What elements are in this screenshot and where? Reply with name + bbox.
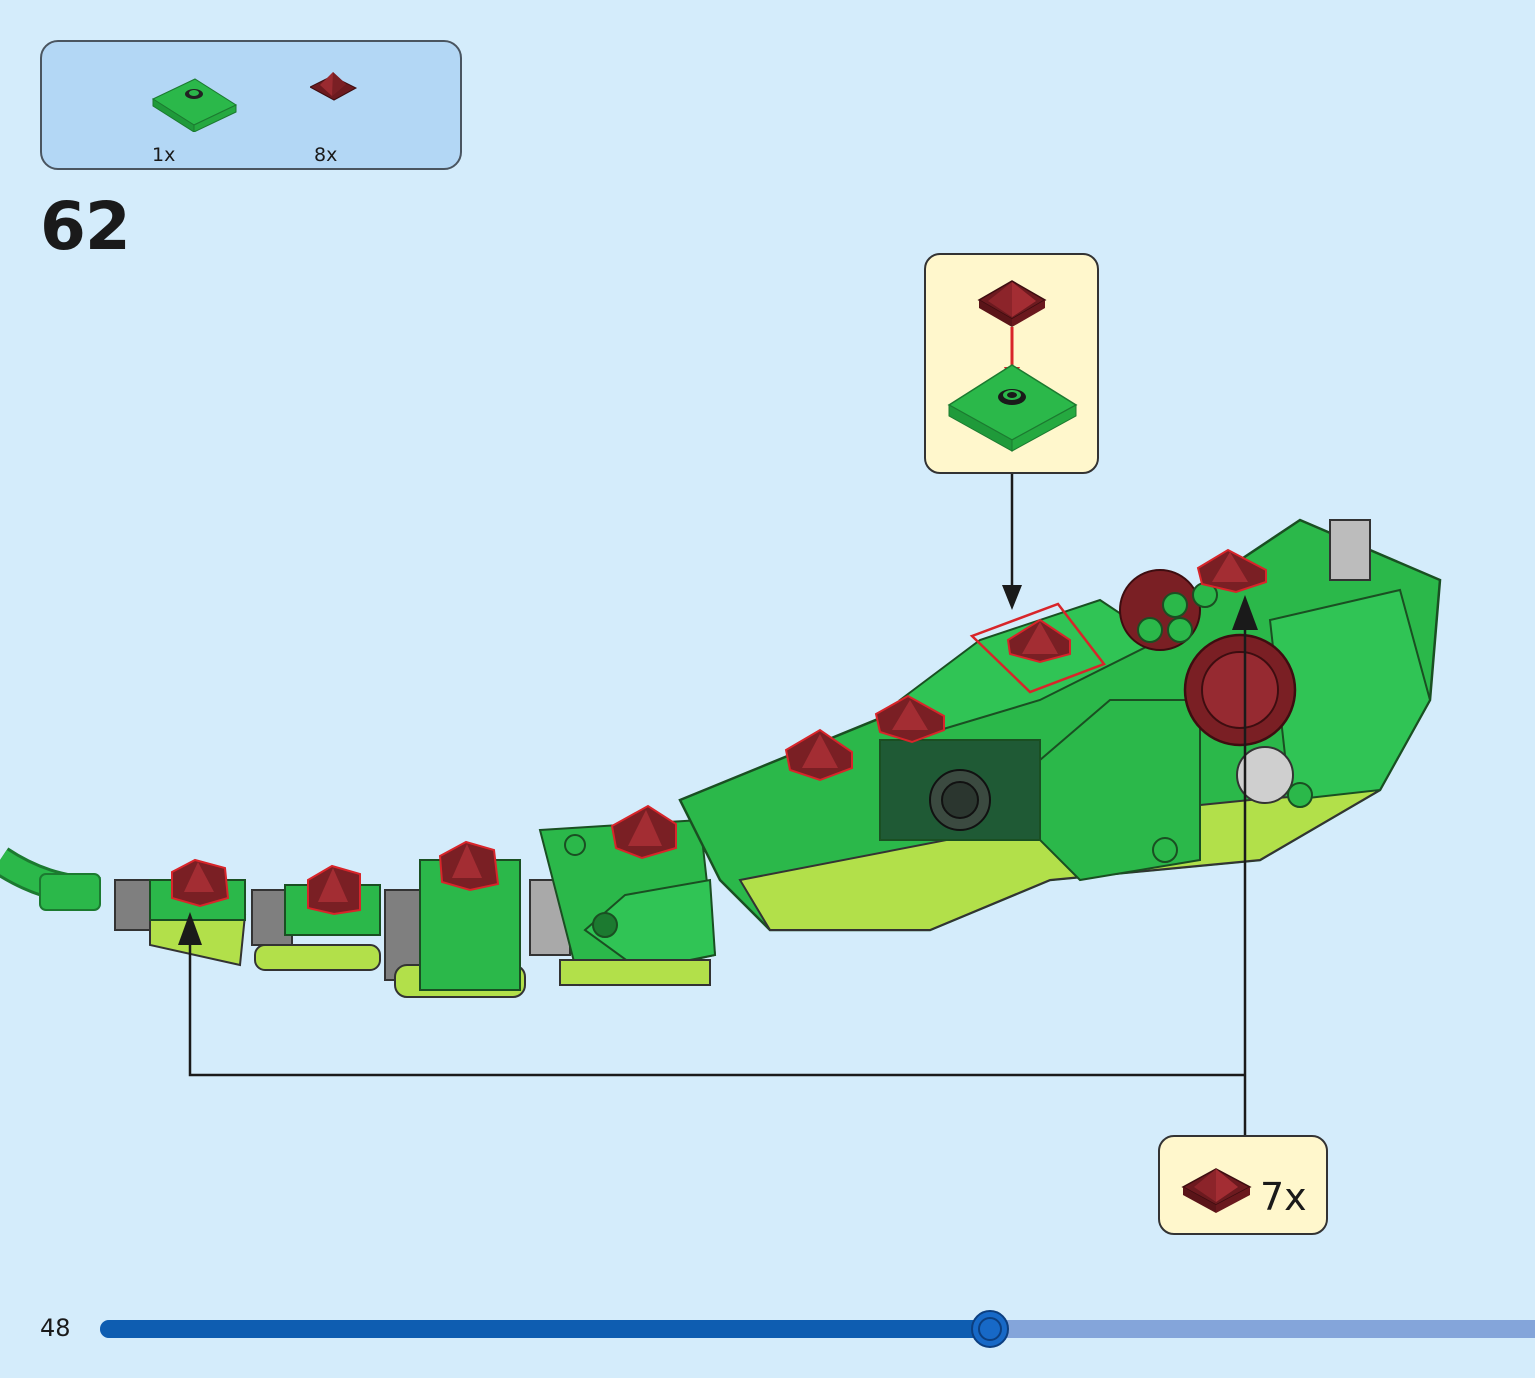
progress-bar [100, 1310, 1535, 1348]
green-plate-with-stud-icon [947, 364, 1078, 452]
parts-list-item-slope: 8x [310, 62, 420, 166]
dark-red-slope-tile-icon [1181, 1168, 1252, 1213]
dark-red-slope-tile-icon [977, 280, 1047, 327]
body-segment [529, 818, 717, 987]
callout-qty: 7x [1260, 1175, 1307, 1219]
arrow-down-icon [1002, 585, 1022, 610]
parts-list-box: 1x 8x [40, 40, 462, 170]
assembly-diagram [947, 280, 1078, 452]
progress-fill [100, 1320, 990, 1338]
green-plate-with-stud-icon [151, 78, 238, 132]
page-number: 48 [40, 1314, 71, 1342]
dark-red-slope-tile-icon [310, 72, 358, 101]
progress-knob [970, 1310, 1009, 1348]
parts-list-item-plate: 1x [150, 62, 260, 166]
arrow-up-icon [178, 912, 202, 945]
parts-qty: 8x [314, 144, 338, 166]
tail-segment [384, 859, 526, 998]
main-body [678, 518, 1442, 932]
sub-assembly-callout [924, 253, 1099, 474]
arrow-up-icon [1232, 595, 1258, 630]
parts-qty: 1x [152, 144, 176, 166]
step-number: 62 [40, 188, 131, 265]
quantity-callout: 7x [1158, 1135, 1328, 1235]
